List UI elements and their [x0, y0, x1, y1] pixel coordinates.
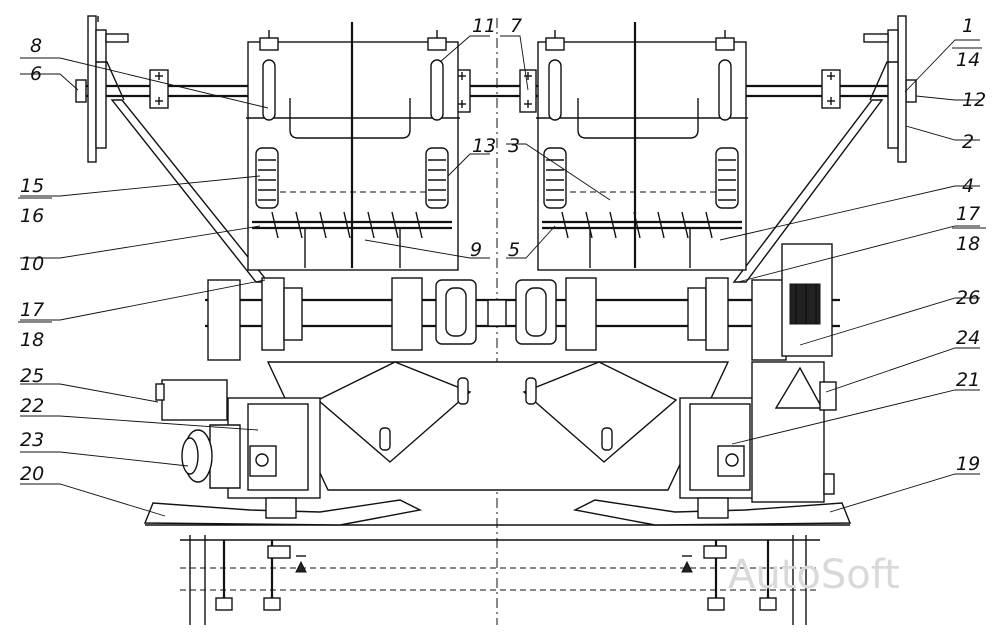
part-labels: 8 6 11 7 1 14 12 2 13 3 4 15 16 17 18 10…: [18, 15, 986, 485]
left-upper-assembly: [246, 22, 460, 271]
label-20: 20: [20, 463, 44, 485]
level-marker-left-icon: [295, 560, 307, 573]
label-7: 7: [510, 15, 522, 37]
side-disc-left: [87, 15, 129, 163]
label-6: 6: [30, 63, 42, 85]
label-25: 25: [20, 365, 44, 387]
label-3: 3: [508, 135, 520, 157]
label-9: 9: [470, 239, 482, 261]
watermark: AutoSoft: [728, 552, 900, 598]
label-26: 26: [956, 287, 980, 309]
label-16: 16: [20, 205, 44, 227]
level-marker-right-icon: [681, 560, 693, 573]
gearbox-left: [155, 379, 321, 519]
label-5: 5: [508, 239, 520, 261]
label-14: 14: [956, 49, 980, 71]
base-frame: [145, 524, 850, 625]
label-18-left: 18: [20, 329, 44, 351]
label-12: 12: [962, 89, 986, 111]
label-10: 10: [20, 253, 44, 275]
label-4: 4: [962, 175, 974, 197]
label-11: 11: [472, 15, 496, 37]
top-shaft: [75, 69, 917, 113]
label-23: 23: [20, 429, 44, 451]
right-upper-assembly: [536, 22, 748, 271]
label-1: 1: [962, 15, 974, 37]
label-19: 19: [956, 453, 980, 475]
gearbox-right: [679, 361, 837, 519]
label-13: 13: [472, 135, 496, 157]
label-18-right: 18: [956, 233, 980, 255]
side-disc-right: [863, 15, 907, 163]
roller-row: [205, 243, 840, 361]
hopper: [266, 361, 730, 491]
label-24: 24: [956, 327, 980, 349]
label-17-right: 17: [956, 203, 980, 225]
leader-lines: [20, 35, 980, 517]
label-15: 15: [20, 175, 44, 197]
label-17-left: 17: [20, 299, 44, 321]
label-21: 21: [956, 369, 980, 391]
label-22: 22: [20, 395, 44, 417]
label-2: 2: [962, 131, 974, 153]
label-8: 8: [30, 35, 42, 57]
